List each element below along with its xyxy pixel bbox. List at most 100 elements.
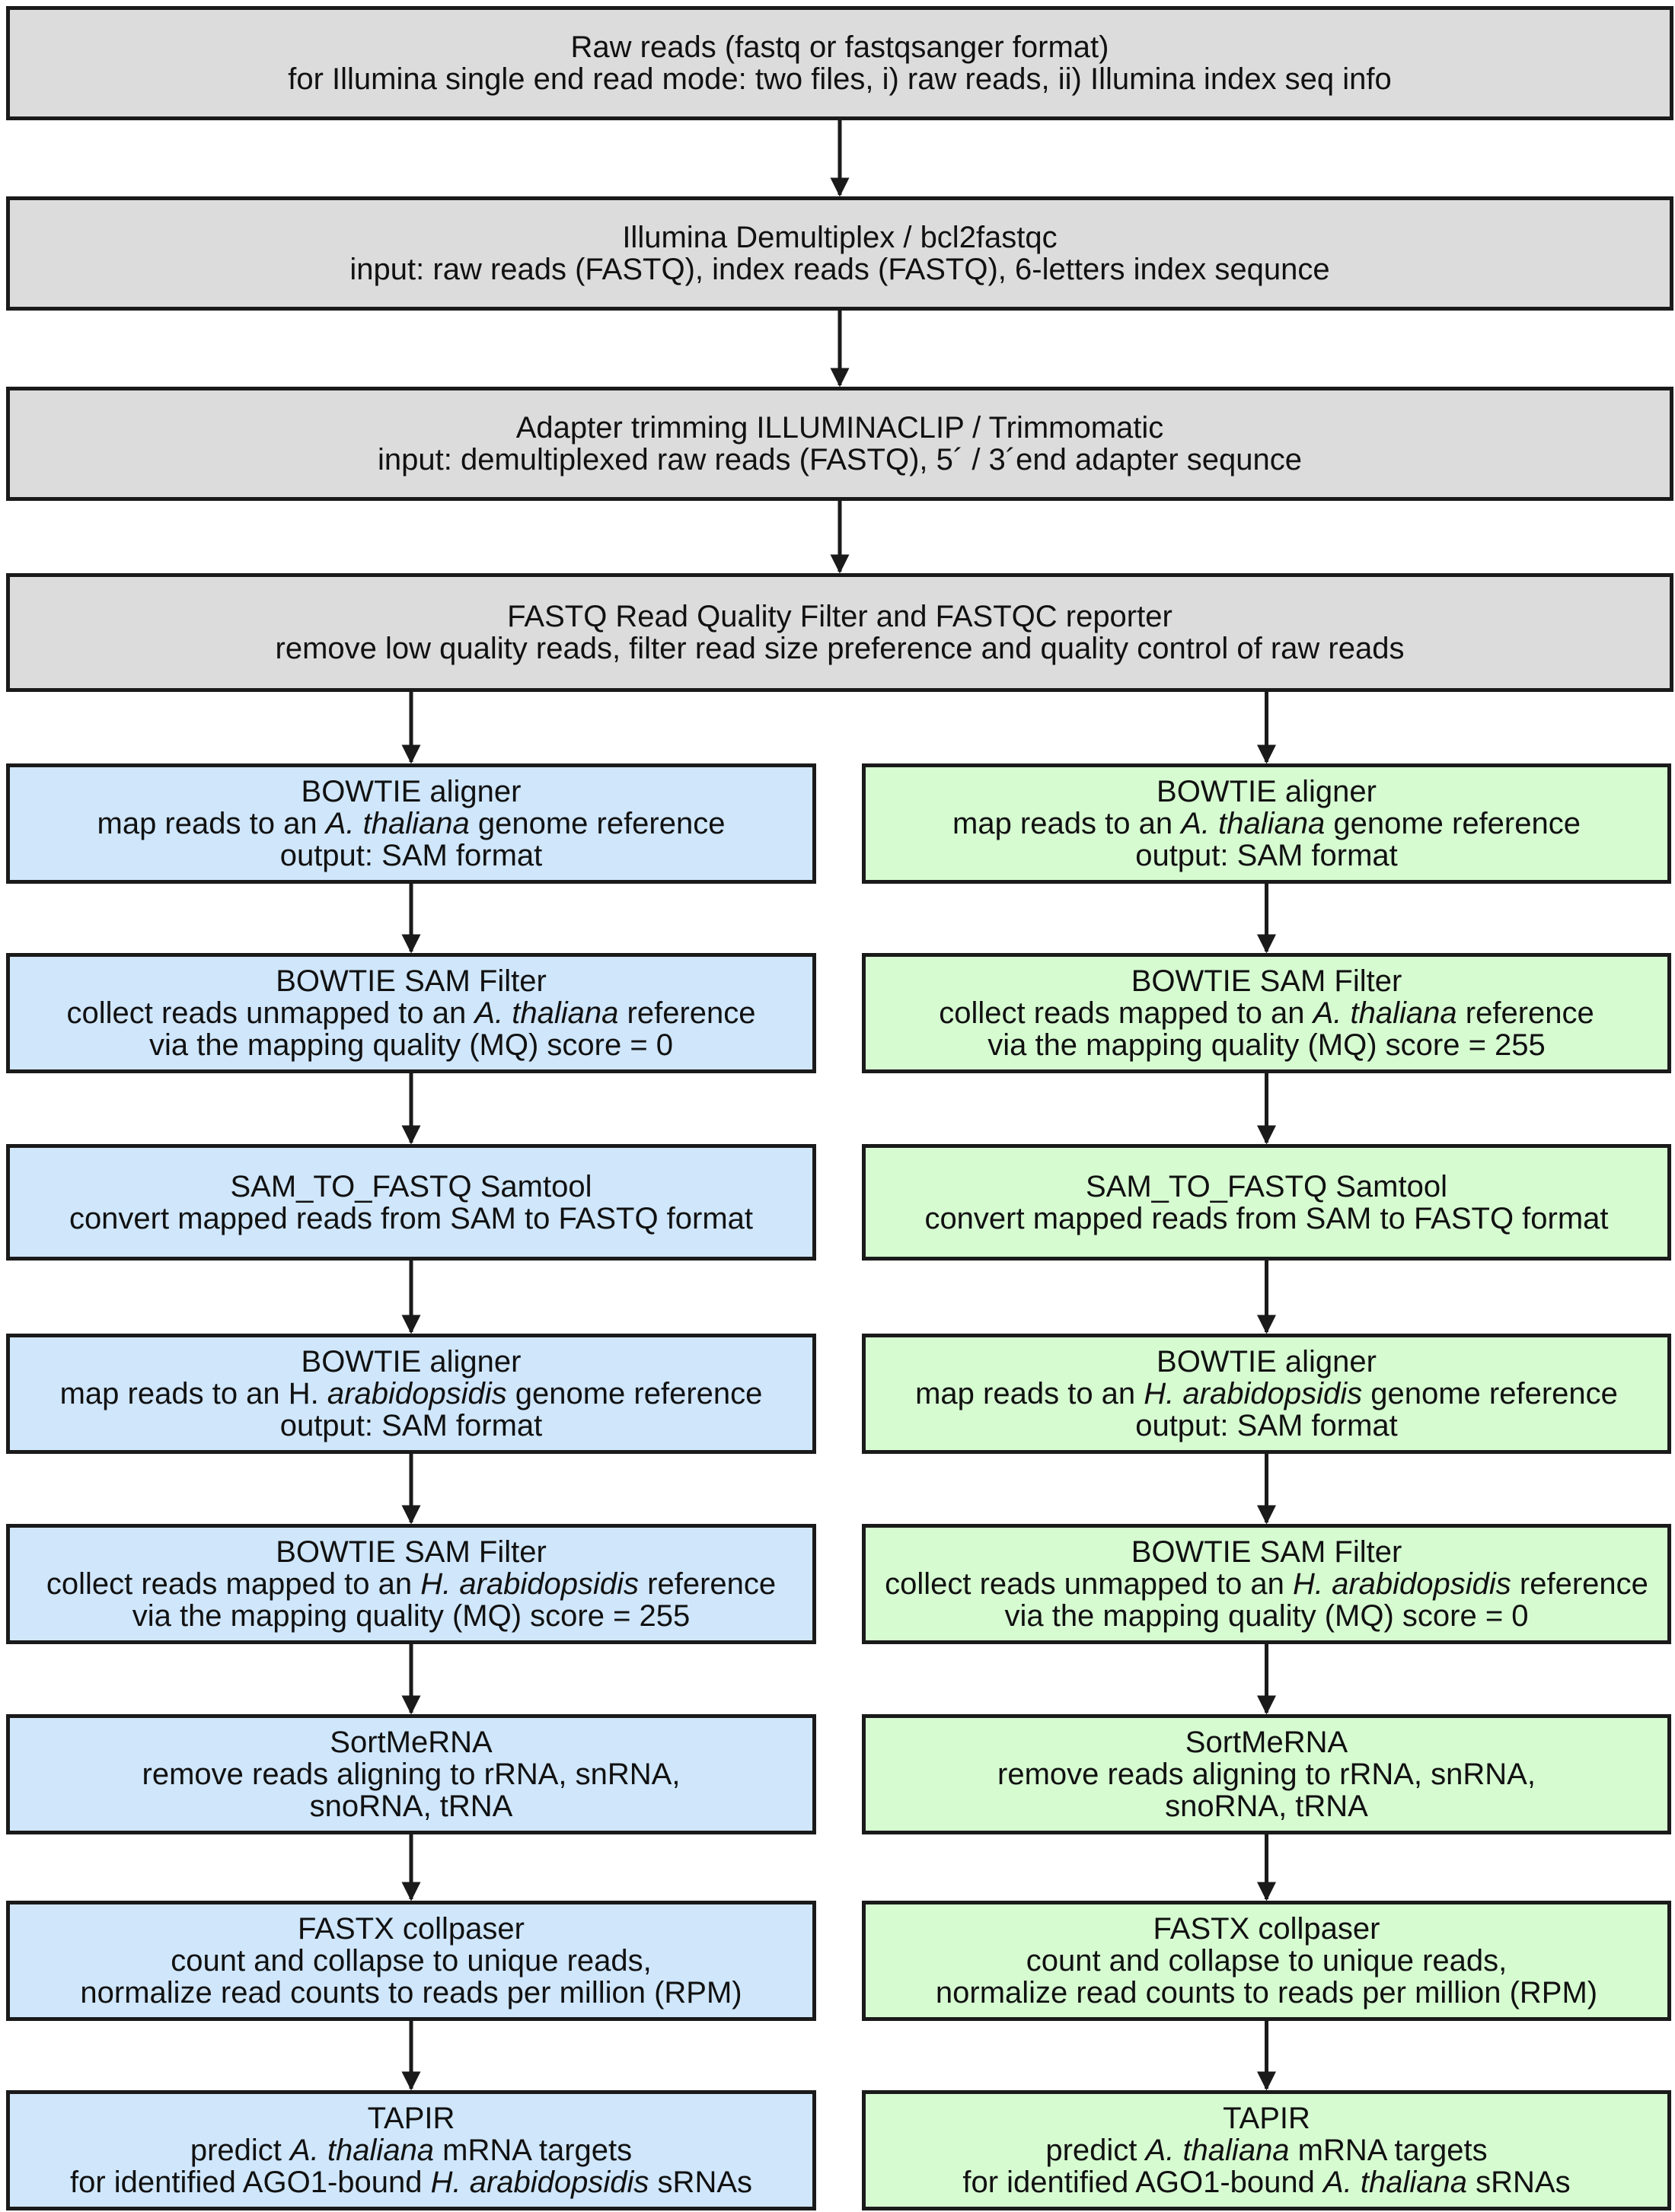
box-text-line: SAM_TO_FASTQ Samtool — [1086, 1171, 1447, 1203]
text-segment: output: SAM format — [1135, 839, 1398, 872]
text-segment: normalize read counts to reads per milli… — [80, 1976, 742, 2010]
box-text-line: Adapter trimming ILLUMINACLIP / Trimmoma… — [516, 412, 1164, 444]
italic-species-name: A. thaliana — [1145, 2134, 1290, 2167]
text-segment: output: SAM format — [279, 839, 543, 872]
text-segment: Illumina Demultiplex / bcl2fastqc — [622, 221, 1058, 254]
text-segment: for Illumina single end read mode: two f… — [288, 62, 1392, 96]
text-segment: count and collapse to unique reads, — [1026, 1944, 1508, 1978]
text-segment: via the mapping quality (MQ) score = 255 — [987, 1028, 1546, 1062]
text-segment: SAM_TO_FASTQ Samtool — [1086, 1169, 1447, 1203]
italic-species-name: A. thaliana — [1323, 2166, 1468, 2199]
box-text-line: via the mapping quality (MQ) score = 0 — [149, 1029, 673, 1061]
box-text-line: collect reads mapped to an H. arabidopsi… — [46, 1568, 776, 1600]
text-segment: output: SAM format — [279, 1409, 543, 1442]
box-text-line: predict A. thaliana mRNA targets — [1045, 2134, 1487, 2166]
text-segment: map reads to an — [97, 807, 326, 840]
text-segment: BOWTIE SAM Filter — [276, 964, 547, 998]
box-text-line: normalize read counts to reads per milli… — [936, 1977, 1597, 2009]
box-text-line: snoRNA, tRNA — [310, 1790, 513, 1822]
box-text-line: FASTX collpaser — [298, 1913, 525, 1945]
text-segment: via the mapping quality (MQ) score = 255 — [132, 1599, 691, 1633]
box-text-line: output: SAM format — [280, 840, 543, 872]
box-text-line: output: SAM format — [280, 1410, 543, 1442]
text-segment: convert mapped reads from SAM to FASTQ f… — [69, 1201, 754, 1235]
italic-species-name: A. thaliana — [1181, 807, 1326, 840]
text-segment: genome reference — [506, 1377, 763, 1410]
box-text-line: for identified AGO1-bound A. thaliana sR… — [962, 2166, 1570, 2198]
text-segment: genome reference — [469, 807, 726, 840]
italic-species-name: H. arabidopsidis — [1144, 1377, 1363, 1410]
italic-species-name: arabidopsidis — [327, 1377, 507, 1410]
text-segment: mRNA targets — [1289, 2134, 1488, 2167]
text-segment: map reads to an H. — [59, 1377, 327, 1410]
box-text-line: FASTX collpaser — [1153, 1913, 1380, 1945]
box-text-line: collect reads unmapped to an H. arabidop… — [885, 1568, 1648, 1600]
text-segment: for identified AGO1-bound — [962, 2166, 1324, 2199]
text-segment: remove reads aligning to rRNA, snRNA, — [142, 1758, 681, 1791]
text-segment: reference — [618, 996, 756, 1030]
text-segment: Raw reads (fastq or fastqsanger format) — [570, 30, 1109, 64]
top-step-box: Raw reads (fastq or fastqsanger format)f… — [6, 6, 1673, 120]
text-segment: BOWTIE SAM Filter — [1131, 964, 1402, 998]
italic-species-name: H. arabidopsidis — [430, 2166, 649, 2199]
box-text-line: output: SAM format — [1135, 840, 1398, 872]
text-segment: reference — [1456, 996, 1594, 1030]
text-segment: TAPIR — [367, 2102, 455, 2135]
text-segment: SortMeRNA — [330, 1726, 493, 1759]
text-segment: TAPIR — [1223, 2102, 1310, 2135]
text-segment: FASTQ Read Quality Filter and FASTQC rep… — [507, 600, 1172, 633]
text-segment: remove reads aligning to rRNA, snRNA, — [997, 1758, 1536, 1791]
box-text-line: BOWTIE aligner — [1157, 1346, 1377, 1378]
box-text-line: output: SAM format — [1135, 1410, 1398, 1442]
text-segment: collect reads mapped to an — [46, 1567, 421, 1601]
text-segment: BOWTIE aligner — [301, 1345, 522, 1379]
box-text-line: map reads to an H. arabidopsidis genome … — [60, 1378, 763, 1410]
text-segment: sRNAs — [1467, 2166, 1571, 2199]
text-segment: predict — [1045, 2134, 1146, 2167]
box-text-line: map reads to an A. thaliana genome refer… — [952, 808, 1581, 840]
box-text-line: Raw reads (fastq or fastqsanger format) — [571, 31, 1109, 63]
box-text-line: SortMeRNA — [1185, 1726, 1348, 1758]
text-segment: SortMeRNA — [1185, 1726, 1348, 1759]
box-text-line: TAPIR — [368, 2102, 455, 2134]
box-text-line: BOWTIE SAM Filter — [276, 1536, 547, 1568]
text-segment: predict — [190, 2134, 291, 2167]
text-segment: for identified AGO1-bound — [69, 2166, 431, 2199]
box-text-line: BOWTIE aligner — [302, 1346, 522, 1378]
box-text-line: BOWTIE SAM Filter — [276, 965, 547, 997]
text-segment: via the mapping quality (MQ) score = 0 — [148, 1028, 674, 1062]
box-text-line: for Illumina single end read mode: two f… — [288, 63, 1392, 95]
box-text-line: input: demultiplexed raw reads (FASTQ), … — [378, 444, 1302, 476]
box-text-line: convert mapped reads from SAM to FASTQ f… — [924, 1203, 1608, 1235]
box-text-line: BOWTIE SAM Filter — [1131, 1536, 1402, 1568]
box-text-line: count and collapse to unique reads, — [1026, 1945, 1508, 1977]
box-text-line: SAM_TO_FASTQ Samtool — [231, 1171, 592, 1203]
text-segment: normalize read counts to reads per milli… — [935, 1976, 1598, 2010]
text-segment: collect reads unmapped to an — [885, 1567, 1293, 1601]
text-segment: reference — [1511, 1567, 1648, 1601]
text-segment: snoRNA, tRNA — [309, 1790, 513, 1823]
text-segment: FASTX collpaser — [298, 1912, 525, 1946]
text-segment: mRNA targets — [434, 2134, 633, 2167]
box-text-line: count and collapse to unique reads, — [171, 1945, 652, 1977]
text-segment: count and collapse to unique reads, — [171, 1944, 652, 1978]
top-step-box: Adapter trimming ILLUMINACLIP / Trimmoma… — [6, 387, 1673, 501]
box-text-line: convert mapped reads from SAM to FASTQ f… — [69, 1203, 753, 1235]
box-text-line: BOWTIE aligner — [1157, 776, 1377, 808]
text-segment: BOWTIE aligner — [1157, 1345, 1377, 1379]
box-text-line: via the mapping quality (MQ) score = 255 — [132, 1600, 691, 1632]
box-text-line: BOWTIE aligner — [302, 776, 522, 808]
box-text-line: collect reads unmapped to an A. thaliana… — [66, 997, 755, 1029]
box-text-line: SortMeRNA — [330, 1726, 492, 1758]
text-segment: BOWTIE SAM Filter — [276, 1535, 547, 1569]
